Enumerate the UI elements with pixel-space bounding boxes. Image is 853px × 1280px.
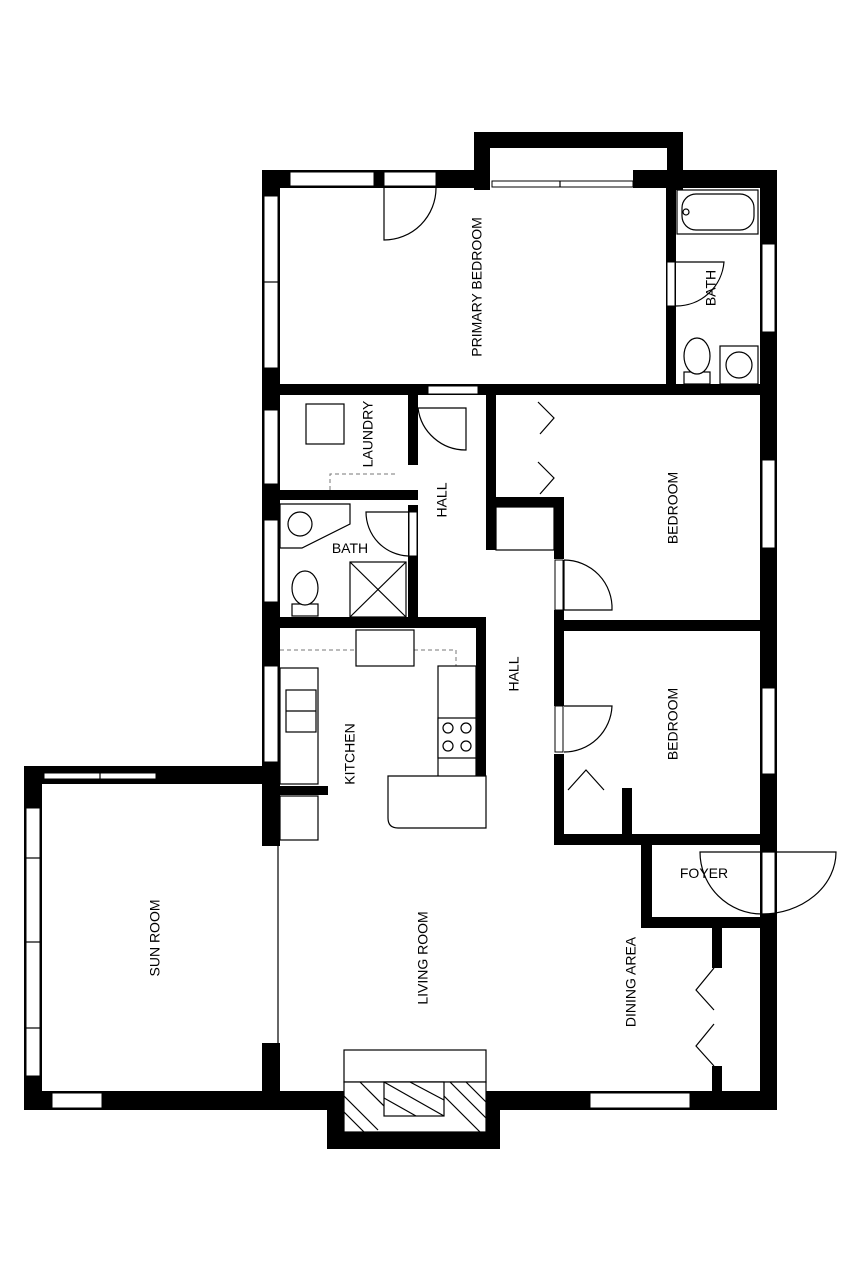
interior-walls (262, 188, 777, 1093)
doors (365, 171, 837, 1067)
label-bedroom-upper: BEDROOM (665, 472, 681, 544)
label-hall-upper: HALL (434, 482, 450, 517)
label-bedroom-lower: BEDROOM (665, 688, 681, 760)
label-dining-area: DINING AREA (623, 936, 639, 1027)
windows (25, 171, 776, 1109)
label-hall-main: HALL (506, 656, 522, 691)
room-labels: PRIMARY BEDROOM BATH LAUNDRY HALL BEDROO… (147, 217, 728, 1027)
label-foyer: FOYER (680, 865, 728, 881)
fixtures (277, 189, 759, 1133)
label-laundry: LAUNDRY (360, 400, 376, 467)
label-bath-hall: BATH (332, 540, 368, 556)
label-sun-room: SUN ROOM (147, 900, 163, 977)
label-primary-bedroom: PRIMARY BEDROOM (469, 217, 485, 357)
label-bath-primary: BATH (703, 270, 719, 306)
label-kitchen: KITCHEN (342, 723, 358, 784)
label-living-room: LIVING ROOM (415, 911, 431, 1004)
